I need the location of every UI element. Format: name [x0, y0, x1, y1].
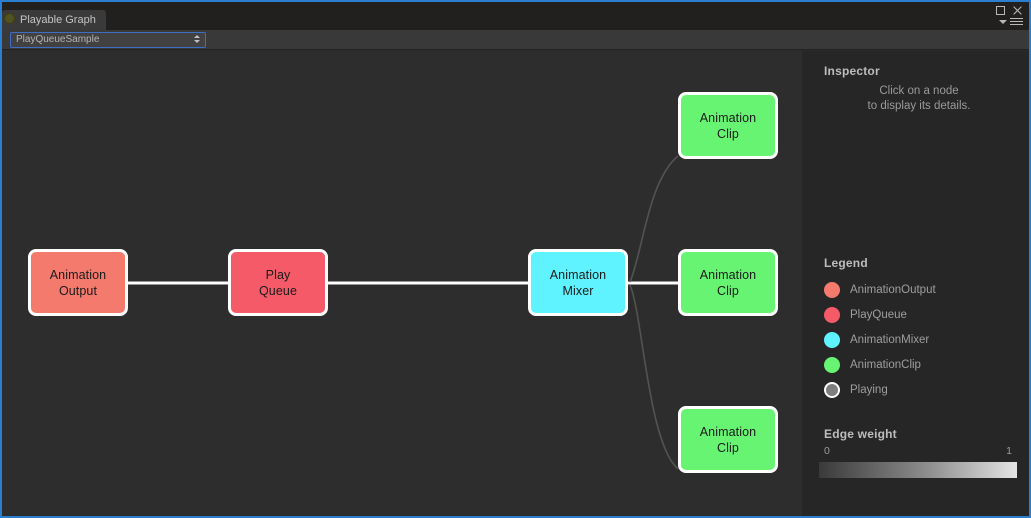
graph-node-animation-clip-3[interactable]: Animation Clip: [678, 406, 778, 473]
legend-item-label: AnimationClip: [850, 358, 921, 371]
inspector-panel: Inspector Click on a node to display its…: [802, 51, 1029, 516]
edge-weight-scale: 0 1: [824, 445, 1012, 457]
graph-node-animation-output[interactable]: Animation Output: [28, 249, 128, 316]
graph-node-animation-clip-2[interactable]: Animation Clip: [678, 249, 778, 316]
updown-arrows-icon: [194, 35, 200, 43]
legend-item: AnimationMixer: [824, 327, 1024, 352]
inspector-hint: Click on a node to display its details.: [867, 85, 971, 112]
legend-item: AnimationClip: [824, 352, 1024, 377]
unity-graph-icon: [4, 13, 15, 24]
legend-item-label: AnimationMixer: [850, 333, 930, 346]
edge-weight-title: Edge weight: [824, 427, 897, 441]
tab-playable-graph[interactable]: Playable Graph: [2, 10, 106, 30]
chevron-down-icon[interactable]: [999, 19, 1007, 24]
tab-label: Playable Graph: [20, 14, 96, 26]
edge-weight-gradient-bar: [819, 462, 1017, 478]
graph-node-animation-clip-1[interactable]: Animation Clip: [678, 92, 778, 159]
legend-item-label: AnimationOutput: [850, 283, 936, 296]
legend-color-swatch-icon: [824, 281, 840, 298]
inspector-title: Inspector: [824, 64, 880, 78]
legend-color-swatch-icon: [824, 331, 840, 348]
graph-selector-value: PlayQueueSample: [16, 34, 100, 45]
edge-weight-min: 0: [824, 445, 830, 457]
legend-color-swatch-icon: [824, 306, 840, 323]
legend-color-swatch-icon: [824, 356, 840, 373]
legend-item: AnimationOutput: [824, 277, 1024, 302]
window-titlebar: Playable Graph: [2, 2, 1029, 30]
graph-node-play-queue[interactable]: Play Queue: [228, 249, 328, 316]
maximize-icon[interactable]: [996, 6, 1005, 15]
graph-edge: [629, 155, 679, 283]
legend-color-swatch-icon: [824, 381, 840, 398]
graph-canvas[interactable]: Animation Output Play Queue Animation Mixe…: [2, 51, 802, 516]
graph-edges: [128, 155, 679, 470]
legend-item: PlayQueue: [824, 302, 1024, 327]
legend-title: Legend: [824, 256, 868, 270]
graph-selector-dropdown[interactable]: PlayQueueSample: [10, 32, 206, 48]
graph-edge: [629, 284, 679, 470]
legend-item-label: Playing: [850, 383, 888, 396]
edge-weight-max: 1: [1006, 445, 1012, 457]
window-menu-group: [999, 18, 1023, 25]
graph-node-animation-mixer[interactable]: Animation Mixer: [528, 249, 628, 316]
graph-toolbar: PlayQueueSample: [2, 30, 1029, 50]
hamburger-menu-icon[interactable]: [1010, 18, 1023, 25]
legend-item-label: PlayQueue: [850, 308, 907, 321]
legend-item: Playing: [824, 377, 1024, 402]
close-icon[interactable]: [1012, 5, 1023, 16]
window-controls: [996, 5, 1023, 16]
